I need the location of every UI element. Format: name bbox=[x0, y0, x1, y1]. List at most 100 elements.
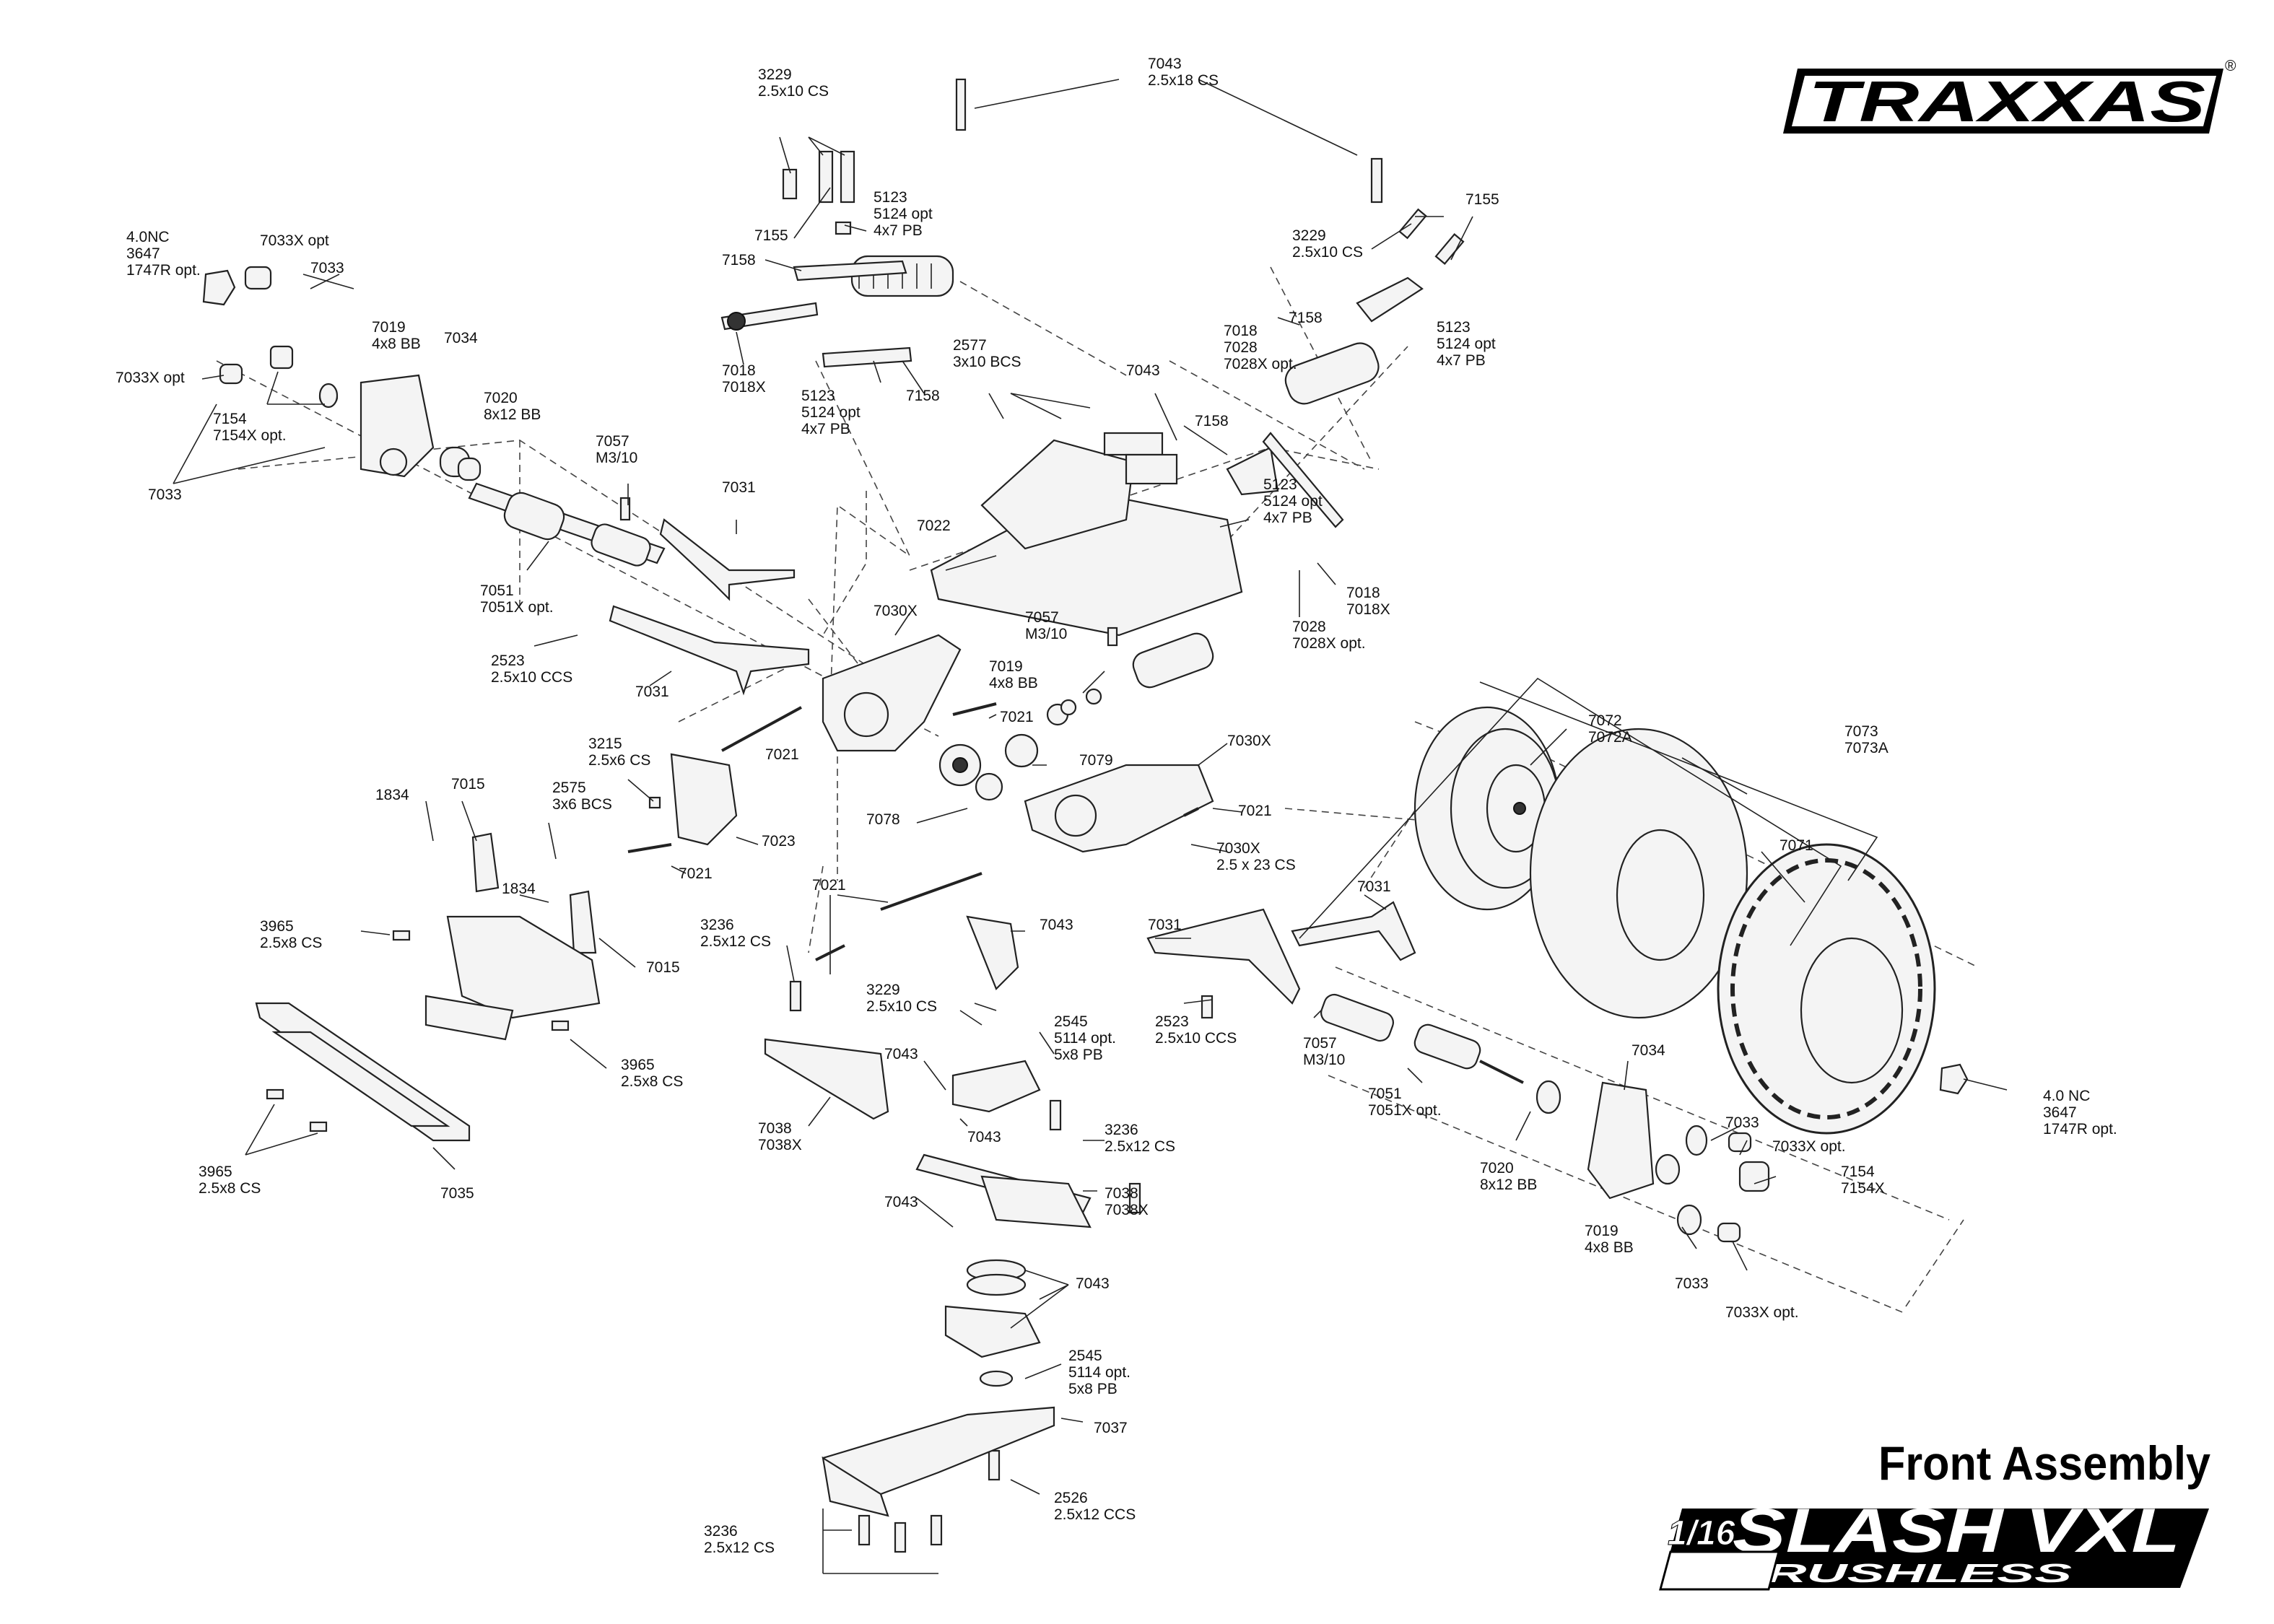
callout-label: 1834 bbox=[375, 787, 409, 803]
callout-line: 7022 bbox=[917, 518, 951, 534]
callout-line: 7071 bbox=[1779, 837, 1813, 854]
callout-line: 7028X opt. bbox=[1224, 356, 1297, 372]
callout-line: 4.0NC bbox=[126, 229, 170, 245]
callout-line: 5x8 PB bbox=[1054, 1047, 1103, 1063]
callout-line: 3229 bbox=[866, 982, 900, 998]
diff-housing bbox=[822, 634, 1214, 853]
chassis-bulkhead-tray bbox=[930, 432, 1243, 637]
left-hex-parts bbox=[219, 266, 482, 481]
callout-line: 2.5x10 CS bbox=[866, 998, 937, 1015]
callout-line: 4x7 PB bbox=[801, 421, 850, 437]
callout-label: 7031 bbox=[722, 479, 756, 496]
callout-line: 7158 bbox=[906, 388, 940, 404]
callout-line: 7154 bbox=[1841, 1164, 1875, 1180]
callout-line: 5124 opt bbox=[874, 206, 933, 222]
lower-arm-left bbox=[609, 605, 810, 696]
callout-line: M3/10 bbox=[1025, 626, 1067, 642]
callout-line: 5124 opt bbox=[1437, 336, 1496, 352]
callout-line: 7033X opt. bbox=[1725, 1304, 1799, 1321]
callout-line: 5123 bbox=[874, 189, 907, 206]
callout-line: 7073A bbox=[1844, 740, 1889, 756]
callout-line: 7031 bbox=[722, 479, 756, 496]
callout-line: 7043 bbox=[1148, 56, 1182, 72]
steering-block-left bbox=[318, 374, 471, 478]
callout-label: 7155 bbox=[1465, 191, 1499, 208]
callout-line: 3229 bbox=[758, 66, 792, 83]
foam-insert bbox=[1529, 728, 1748, 1019]
callout-line: 7033X opt bbox=[260, 232, 329, 249]
wheel-nuts bbox=[202, 269, 1969, 1095]
callout-line: 2.5x10 CCS bbox=[491, 669, 572, 686]
callout-line: 3647 bbox=[2043, 1104, 2077, 1121]
callout-line: 7015 bbox=[646, 959, 680, 976]
callout-line: 7037 bbox=[1094, 1420, 1128, 1436]
callout-line: 2.5x12 CS bbox=[700, 933, 771, 950]
callout-line: 7021 bbox=[765, 746, 799, 763]
callout-line: 7043 bbox=[967, 1129, 1001, 1145]
driveshaft-right bbox=[1320, 993, 1561, 1114]
callout-line: 7018 bbox=[722, 362, 756, 379]
callout-line: 2.5x18 CS bbox=[1148, 72, 1219, 89]
callout-line: 7043 bbox=[1040, 917, 1073, 933]
callout-line: 7033X opt. bbox=[1772, 1138, 1846, 1155]
callout-line: 7018X bbox=[722, 379, 766, 396]
callout-label: 7033 bbox=[310, 260, 344, 276]
callout-line: 7079 bbox=[1079, 752, 1113, 769]
callout-label: 1834 bbox=[502, 881, 536, 897]
traxxas-logo-text: TRAXXAS bbox=[1808, 69, 2205, 134]
callout-line: 7023 bbox=[762, 833, 796, 850]
callout-label: 7034 bbox=[1632, 1042, 1665, 1059]
callout-line: 7158 bbox=[1195, 413, 1229, 429]
callout-label: 7023 bbox=[762, 833, 796, 850]
callout-line: 7043 bbox=[884, 1194, 918, 1210]
callout-label: 7158 bbox=[906, 388, 940, 404]
bumper-mount bbox=[424, 915, 601, 1041]
callout-line: 8x12 BB bbox=[1480, 1176, 1537, 1193]
callout-label: 7043 bbox=[1076, 1275, 1110, 1292]
screws bbox=[266, 497, 1214, 1553]
callout-line: 2545 bbox=[1068, 1348, 1102, 1364]
callout-line: 5x8 PB bbox=[1068, 1381, 1118, 1397]
callout-label: 7043 bbox=[1040, 917, 1073, 933]
callout-line: 2523 bbox=[491, 652, 525, 669]
callout-label: 7037 bbox=[1094, 1420, 1128, 1436]
wheel-rim bbox=[1413, 706, 1561, 911]
callout-line: 7020 bbox=[1480, 1160, 1514, 1176]
callout-line: 7033 bbox=[1725, 1114, 1759, 1131]
callout-line: 5123 bbox=[1437, 319, 1471, 336]
callout-line: 4x8 BB bbox=[1585, 1239, 1634, 1256]
callout-line: 4x8 BB bbox=[989, 675, 1038, 691]
callout-label: 7033 bbox=[1725, 1114, 1759, 1131]
steering-block-right bbox=[1587, 1081, 1770, 1243]
tire bbox=[1717, 843, 1936, 1135]
callout-line: 7018X bbox=[1346, 601, 1390, 618]
callout-line: 3236 bbox=[704, 1523, 738, 1540]
callout-label: 7031 bbox=[1357, 878, 1391, 895]
callout-line: 7057 bbox=[1303, 1035, 1337, 1052]
callout-line: 7021 bbox=[1238, 803, 1272, 819]
callout-line: 3236 bbox=[700, 917, 734, 933]
callout-line: 5124 opt bbox=[801, 404, 861, 421]
callout-line: 2.5x10 CCS bbox=[1155, 1030, 1237, 1047]
callout-line: 7030X bbox=[1227, 733, 1271, 749]
callout-label: 7015 bbox=[646, 959, 680, 976]
callout-line: 7038 bbox=[758, 1120, 792, 1137]
callout-line: 2.5x8 CS bbox=[260, 935, 322, 951]
callout-line: M3/10 bbox=[596, 450, 637, 466]
callout-line: 1834 bbox=[375, 787, 409, 803]
